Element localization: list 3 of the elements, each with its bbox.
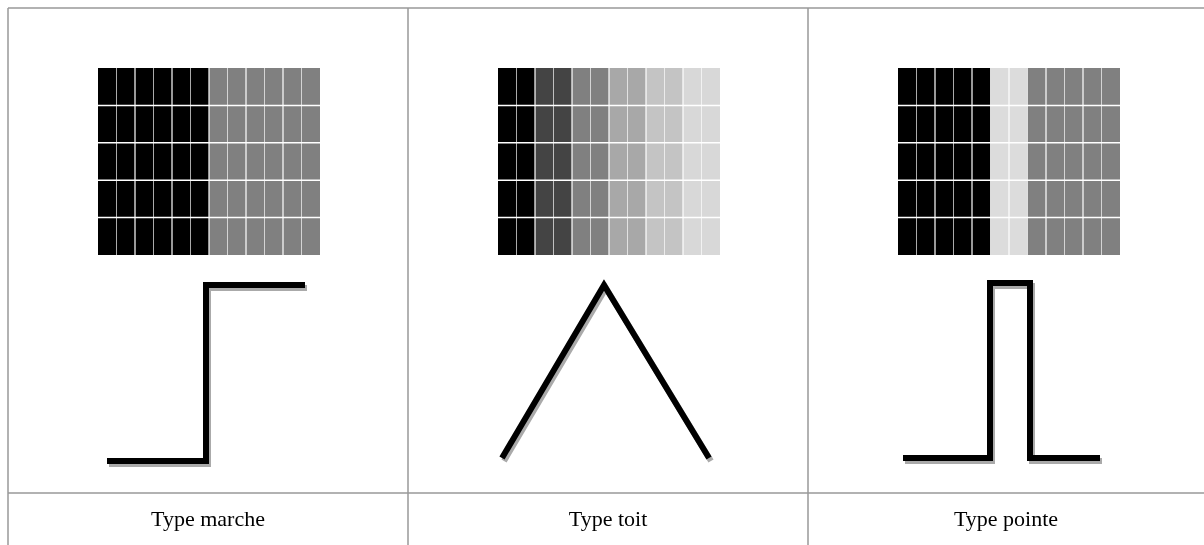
column-caption: Type toit [568, 506, 648, 532]
column-caption: Type pointe [953, 506, 1059, 532]
column-caption: Type marche [151, 506, 265, 532]
